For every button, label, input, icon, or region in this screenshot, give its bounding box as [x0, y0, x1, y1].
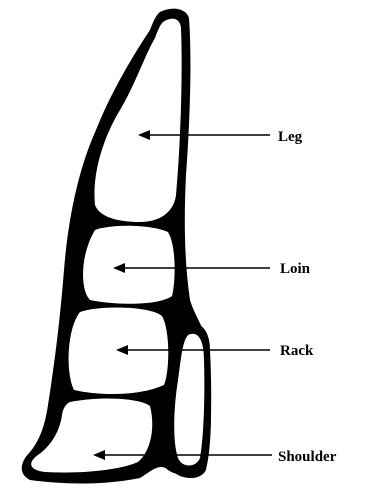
- loin-label: Loin: [280, 261, 311, 277]
- loin-region: [83, 226, 175, 304]
- leg-label: Leg: [278, 129, 303, 145]
- rack-label: Rack: [280, 343, 314, 359]
- shoulder-label: Shoulder: [278, 449, 337, 465]
